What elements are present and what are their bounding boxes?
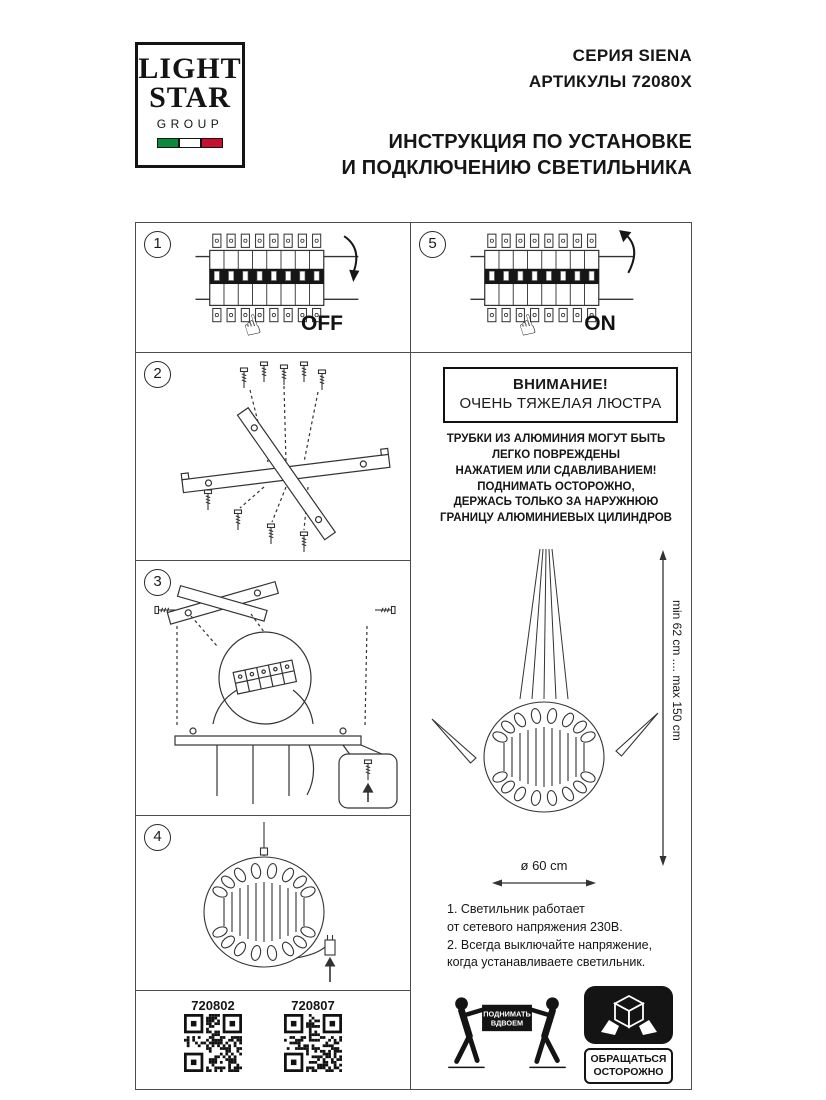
- height-dimension-label: min 62 cm .... max 150 cm: [670, 600, 684, 741]
- lift-label-box: [482, 1004, 532, 1032]
- diameter-dimension-line: [492, 879, 596, 887]
- italian-flag-icon: [157, 138, 223, 148]
- care-label-line2: ОСТОРОЖНО: [593, 1066, 664, 1079]
- handle-with-care-icon: [600, 994, 657, 1035]
- step-4-number: 4: [144, 824, 171, 851]
- care-label-line1: ОБРАЩАТЬСЯ: [590, 1053, 667, 1065]
- breaker-on-diagram: ☝: [470, 230, 636, 344]
- chandelier-sphere-diagram: [203, 822, 336, 982]
- article-code-720807: 720807: [291, 998, 335, 1013]
- canopy-plate: [174, 735, 362, 746]
- warning-line: ДЕРЖАСЬ ТОЛЬКО ЗА НАРУЖНЮЮ: [453, 496, 659, 509]
- grid-hline-3: [135, 815, 411, 816]
- logo-word-light: LIGHT: [138, 52, 242, 85]
- series-title: СЕРИЯ SIENA: [572, 46, 692, 65]
- lift-with-two-people-icon: ПОДНИМАТЬ ВДВОЕМ: [448, 997, 566, 1069]
- grid-hline-2: [135, 560, 411, 561]
- warning-line: ПОДНИМАТЬ ОСТОРОЖНО,: [477, 480, 635, 493]
- step-1-number: 1: [144, 231, 171, 258]
- grid-hline-4: [135, 990, 411, 991]
- hold-point-arrow-right: [615, 712, 659, 757]
- grid-hline-1: [135, 352, 411, 353]
- attention-subtitle: ОЧЕНЬ ТЯЖЕЛАЯ ЛЮСТРА: [459, 395, 662, 412]
- hanging-chandelier-figure: [431, 548, 659, 813]
- logo-word-group: GROUP: [156, 117, 224, 131]
- attention-box: ВНИМАНИЕ! ОЧЕНЬ ТЯЖЕЛАЯ ЛЮСТРА: [443, 367, 678, 423]
- warning-line: ГРАНИЦУ АЛЮМИНИЕВЫХ ЦИЛИНДРОВ: [440, 512, 672, 525]
- height-dimension-line: [659, 550, 667, 866]
- attention-title: ВНИМАНИЕ!: [512, 376, 609, 393]
- detail-inset: [338, 753, 398, 809]
- handle-with-care-label: ОБРАЩАТЬСЯ ОСТОРОЖНО: [584, 1048, 673, 1085]
- qr-code-720802: [184, 1014, 242, 1072]
- ceiling-install-diagram: [154, 580, 398, 809]
- lightstar-logo: LIGHT STAR GROUP: [135, 42, 245, 168]
- lift-label-line1: ПОДНИМАТЬ: [483, 1009, 530, 1018]
- terminal-block: [232, 659, 298, 695]
- warning-text: ТРУБКИ ИЗ АЛЮМИНИЯ МОГУТ БЫТЬ ЛЕГКО ПОВР…: [421, 432, 691, 527]
- off-label: OFF: [301, 312, 343, 335]
- step-2-number: 2: [144, 361, 171, 388]
- doc-title-line2: И ПОДКЛЮЧЕНИЮ СВЕТИЛЬНИКА: [341, 157, 692, 179]
- note-line: когда устанавливаете светильник.: [447, 955, 646, 970]
- qr-code-720807: [284, 1014, 342, 1072]
- note-line: 2. Всегда выключайте напряжение,: [447, 937, 653, 952]
- lift-label-line2: ВДВОЕМ: [491, 1018, 523, 1027]
- logo-word-star: STAR: [149, 80, 231, 114]
- article-code-720802: 720802: [191, 998, 235, 1013]
- diameter-label: ø 60 cm: [520, 858, 568, 873]
- hold-point-arrow-left: [431, 718, 477, 764]
- note-line: 1. Светильник работает: [447, 902, 585, 916]
- doc-title-line1: ИНСТРУКЦИЯ ПО УСТАНОВКЕ: [388, 131, 692, 153]
- table-outer-border: [135, 222, 692, 1090]
- grid-vline-middle: [410, 222, 411, 1090]
- grid-hline-right: [410, 352, 692, 353]
- warning-line: НАЖАТИЕМ ИЛИ СДАВЛИВАНИЕМ!: [455, 464, 657, 477]
- mounting-bracket-diagram: [180, 361, 391, 553]
- bracket-bar-cross: [236, 406, 337, 541]
- warning-line: ТРУБКИ ИЗ АЛЮМИНИЯ МОГУТ БЫТЬ: [446, 433, 666, 445]
- plug-connector-icon: [324, 935, 336, 982]
- warning-line: ЛЕГКО ПОВРЕЖДЕНЫ: [491, 448, 621, 461]
- breaker-off-diagram: ☝: [195, 226, 360, 344]
- on-label: ON: [584, 312, 616, 335]
- usage-notes: 1. Светильник работает от сетевого напря…: [447, 901, 652, 972]
- handle-with-care-box: [584, 986, 673, 1044]
- step-3-number: 3: [144, 569, 171, 596]
- articles-title: АРТИКУЛЫ 72080X: [528, 72, 692, 91]
- step-5-number: 5: [419, 231, 446, 258]
- note-line: от сетевого напряжения 230В.: [447, 919, 623, 934]
